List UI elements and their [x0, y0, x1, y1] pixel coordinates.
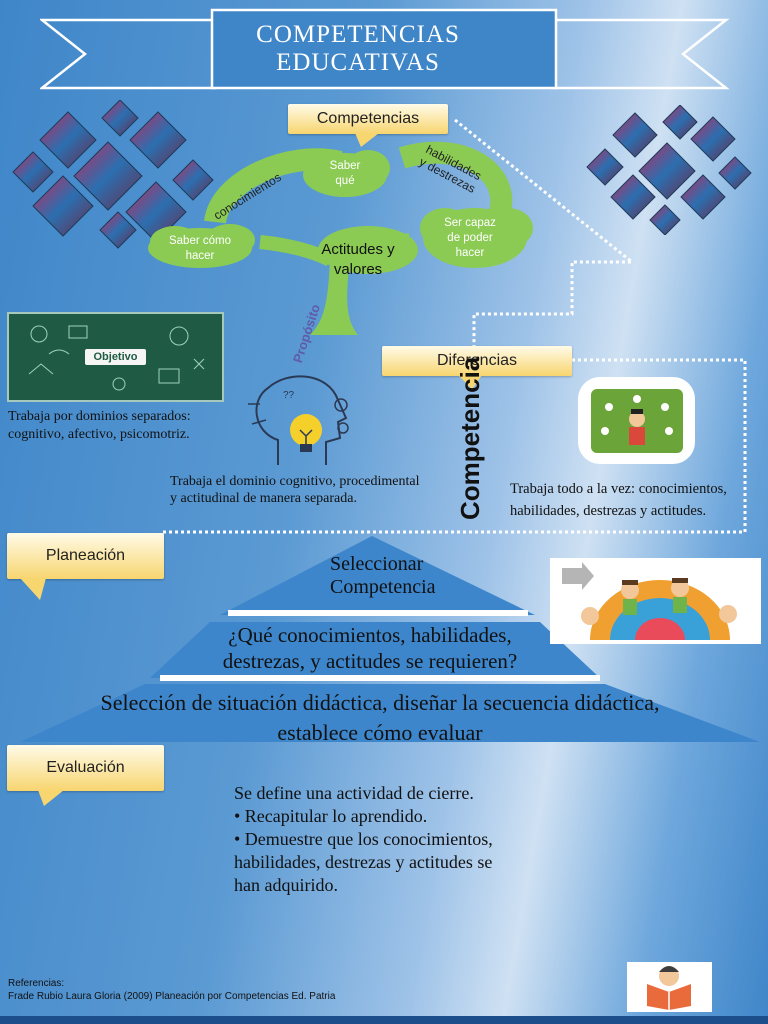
- references: Referencias: Frade Rubio Laura Gloria (2…: [8, 977, 335, 1003]
- page-title: COMPETENCIAS EDUCATIVAS: [212, 12, 504, 86]
- objetivo-text: Trabaja por dominios separados: cognitiv…: [8, 409, 191, 442]
- reading-child-icon: [627, 962, 712, 1012]
- diamond-mosaic-image-left: [12, 100, 214, 249]
- competencias-callout-tail: [355, 133, 379, 147]
- children-puzzle-icon: [562, 562, 737, 640]
- title-ribbon: [40, 8, 730, 90]
- children-puzzle-image: [550, 558, 761, 644]
- evaluacion-text: Se define una actividad de cierre. • Rec…: [234, 782, 494, 897]
- references-label: Referencias:: [8, 978, 65, 989]
- competencias-callout-label: Competencias: [316, 110, 420, 127]
- planeacion-callout-label: Planeación: [45, 547, 126, 564]
- student-hub-image: [578, 377, 695, 464]
- objetivo-badge: Objetivo: [85, 349, 146, 365]
- evaluacion-line: Se define una actividad de cierre.: [234, 783, 474, 803]
- proposito-text: Trabaja el dominio cognitivo, procedimen…: [170, 474, 420, 506]
- evaluacion-callout: Evaluación: [7, 745, 164, 791]
- pyramid-bottom-text: Selección de situación didáctica, diseña…: [100, 690, 660, 745]
- pyramid-top-text: Seleccionar Competencia: [330, 553, 436, 598]
- diferencias-callout: Diferencias: [382, 346, 572, 376]
- evaluacion-callout-tail: [38, 790, 64, 806]
- competencias-callout: Competencias: [288, 104, 448, 134]
- evaluacion-callout-label: Evaluación: [46, 759, 125, 776]
- planeacion-pyramid: [20, 536, 760, 742]
- head-lightbulb-icon: ??: [248, 375, 349, 465]
- svg-text:??: ??: [283, 390, 295, 401]
- references-citation: Frade Rubio Laura Gloria (2009) Planeaci…: [8, 991, 336, 1002]
- diamond-mosaic-image-right: [586, 105, 752, 235]
- competencia-label: Competencia: [455, 356, 485, 520]
- title-line-2: EDUCATIVAS: [276, 49, 440, 76]
- chalkboard-doodles: [28, 325, 205, 391]
- competencia-text: Trabaja todo a la vez: conocimientos, ha…: [510, 481, 727, 519]
- planeacion-callout: Planeación: [7, 533, 164, 579]
- pyramid-middle-text: ¿Qué conocimientos, habilidades, destrez…: [222, 623, 518, 673]
- reading-child-drawing: [647, 966, 691, 1010]
- diferencias-callout-label: Diferencias: [436, 352, 518, 369]
- title-line-1: COMPETENCIAS: [256, 21, 460, 48]
- footer-bar: [0, 1016, 768, 1024]
- evaluacion-line: • Recapitular lo aprendido.: [234, 806, 428, 826]
- chalkboard-image: Objetivo: [7, 312, 224, 402]
- planeacion-callout-tail: [20, 578, 46, 600]
- diferencias-callout-tail: [458, 375, 482, 389]
- evaluacion-line: • Demuestre que los conocimientos, habil…: [234, 829, 493, 895]
- student-hub-icon: [590, 388, 683, 453]
